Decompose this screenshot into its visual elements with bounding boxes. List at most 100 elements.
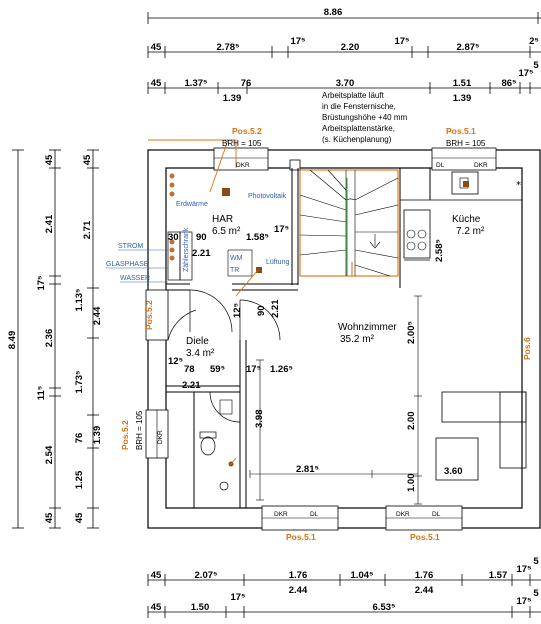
utility-entry-lines [106,249,168,283]
dim-int-125b: 12⁵ [168,356,183,367]
left-dimensions [12,149,99,529]
dim-t3-0: 45 [151,78,162,89]
dim-l2-3: 2.44 [92,306,103,325]
dim-int-221a: 2.21 [192,248,211,259]
door-swings [167,289,281,423]
pos51-bottom-2: Pos.5.1 [410,532,440,542]
dim-l1-3: 2.36 [44,329,55,348]
strom-label: STROM [118,243,143,250]
pos51-top: Pos.5.1 [446,126,476,136]
kitchen-connection-icon [463,181,469,187]
photovoltaik-connection-icon [222,188,230,196]
room-kueche-area: 7.2 m² [456,226,485,237]
dim-int-158: 1.58⁵ [246,232,269,243]
dim-b2-1: 1.50 [191,602,210,613]
dim-b2-0: 45 [151,602,162,613]
zaehlerschrank-label: Zählerschrank [183,227,190,272]
dkr-top-right: DKR [474,162,488,169]
dim-b1-5: 1.57 [489,570,508,581]
dim-l2-8: 45 [74,512,85,523]
note-line-4: (s. Küchenplanung) [322,135,392,144]
dim-t2-1: 2.78⁵ [217,42,240,53]
dim-t3-2: 76 [241,78,252,89]
wm-label: WM [230,255,243,262]
dim-l1-0: 45 [44,154,55,165]
dl-bottom-1: DL [310,511,319,518]
erdwaerme-connections [169,173,175,197]
lueftung-connection-icon [256,267,262,273]
lueftung-label: Lüftung [266,259,289,266]
dim-t2-6: 2⁵ [529,36,539,47]
dim-int-90b: 90 [256,305,267,316]
dkr-bottom-2: DKR [396,511,410,518]
fridge-icon: * [516,180,521,191]
kitchen-units [400,171,522,261]
dkr-left: DKR [157,430,164,444]
note-line-1: in die Fensternische, [322,102,396,111]
note-line-2: Brüstungshöhe +40 mm [322,113,407,122]
wasser-label: WASSER [120,275,150,282]
room-kueche-name: Küche [452,214,481,225]
dim-int-2585: 2.58⁵ [434,239,445,262]
dim-int-595: 59⁵ [210,364,225,375]
dim-t3-1: 1.37⁵ [185,78,208,89]
pos51-bottom-1: Pos.5.1 [286,532,316,542]
dim-int-30: 30 [168,232,179,243]
pos52-left: Pos.5.2 [144,300,154,330]
dim-int-221c: 2.21 [182,380,201,391]
interior-walls [166,168,431,508]
dim-int-125a: 12⁵ [232,303,243,318]
drain-icon [219,481,229,491]
dim-int-360: 3.60 [444,466,463,477]
dim-l2-4: 1.73⁵ [74,371,85,394]
room-har-area: 6.5 m² [212,226,241,237]
dim-int-90: 90 [196,232,207,243]
dim-t2-3: 2.20 [341,42,360,53]
washbasin-icon [219,399,233,415]
dim-t3-sub-1: 1.39 [453,93,472,104]
brh-top-right: BRH = 105 [446,139,486,148]
dim-int-175b: 17⁵ [246,364,261,375]
sofa [441,391,527,469]
dim-b2-2: 17⁵ [230,592,245,603]
dl-top-right: DL [436,162,445,169]
dim-b1-sub-1: 2.44 [415,585,434,596]
room-wohnzimmer-name: Wohnzimmer [338,322,397,333]
dim-l1-1: 2.41 [44,214,55,233]
dkr-top-left: DKR [236,162,250,169]
worktop-note: Arbeitsplatte läuft in die Fensternische… [322,91,407,144]
dim-b1-3: 1.04⁵ [351,570,374,581]
pos52-top: Pos.5.2 [232,126,262,136]
dim-l1-5: 2.54 [44,445,55,464]
dim-t2-0: 45 [151,42,162,53]
dim-int-221b: 2.21 [270,299,281,318]
dim-t3-3: 3.70 [336,78,355,89]
dim-l2-6: 1.39 [92,426,103,445]
dl-bottom-2: DL [432,511,441,518]
dim-t3-7: 5 [533,60,539,71]
dim-b1-4: 1.76 [415,570,434,581]
photovoltaik-label: Photovoltaik [248,193,287,200]
dim-t2-5: 2.87⁵ [457,42,480,53]
dim-b1-7: 5 [533,556,539,567]
stair-treads [299,169,399,277]
dim-b2-4: 17⁵ [516,596,531,607]
tr-label: TR [230,267,239,274]
dim-int-2005: 2.00⁵ [406,321,417,344]
dim-t3-5: 86⁵ [501,78,516,89]
top-windows [213,147,497,171]
dim-l2-5: 76 [74,433,85,444]
note-line-3: Arbeitsplattenstärke, [322,124,395,133]
dim-l2-1: 2.71 [82,220,93,239]
service-lines [148,139,259,466]
dim-l2-7: 1.25 [74,470,85,489]
dim-int-200: 2.00 [406,412,417,431]
room-diele-name: Diele [186,336,209,347]
room-wohnzimmer-area: 35.2 m² [340,334,375,345]
pos6: Pos.6 [522,337,532,360]
dim-left-total: 8.49 [7,331,18,350]
dim-t2-2: 17⁵ [290,36,305,47]
toilet-icon [199,431,217,456]
dim-b2-5: 5 [533,588,539,599]
erdwaerme-label: Erdwärme [176,201,208,208]
